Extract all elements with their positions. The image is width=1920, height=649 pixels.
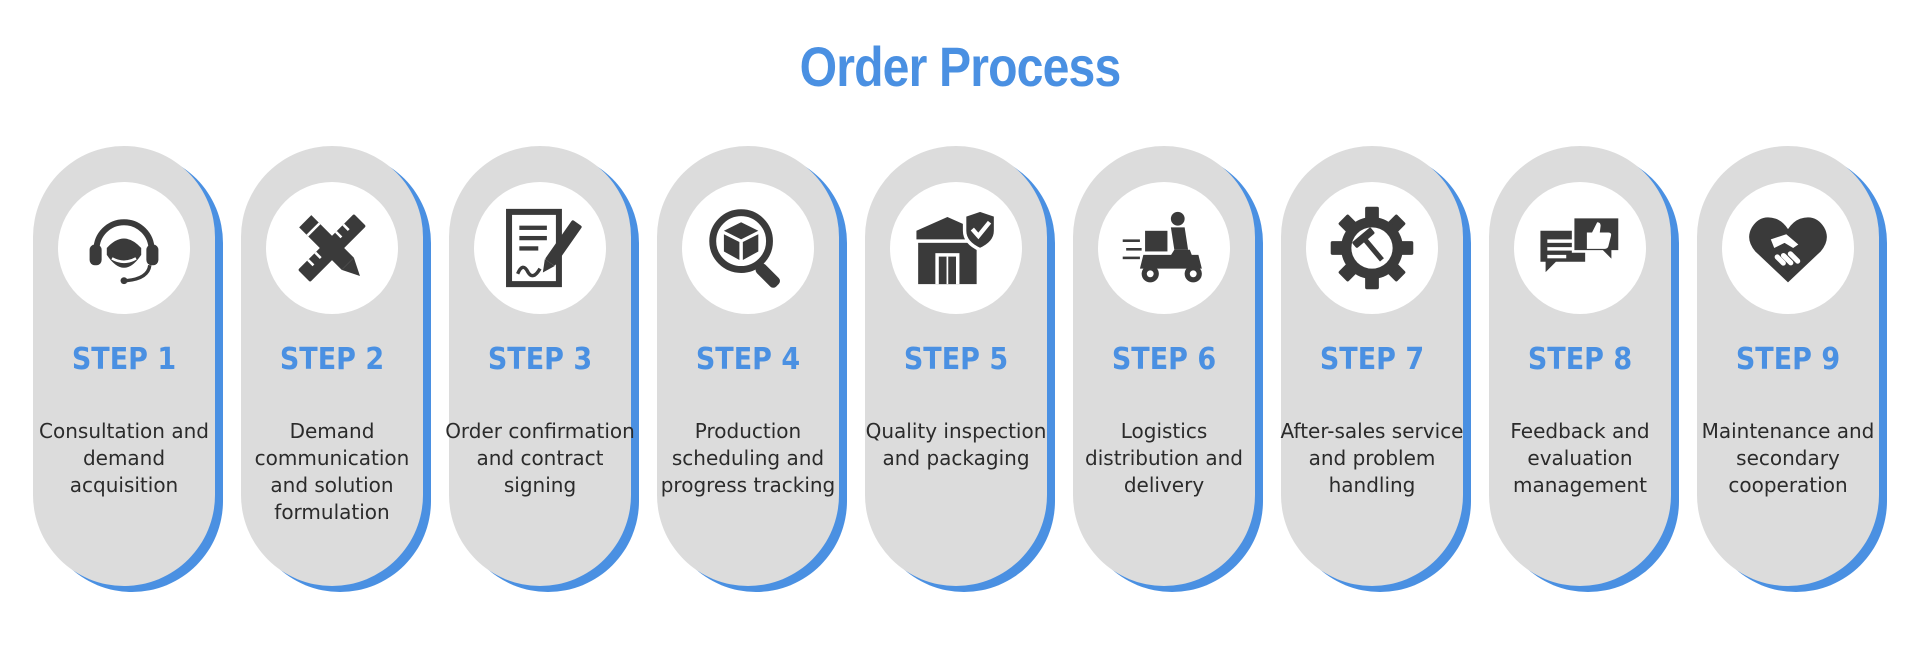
icon-circle bbox=[1514, 182, 1646, 314]
icon-circle bbox=[682, 182, 814, 314]
step-description: Quality inspection and packaging bbox=[865, 419, 1047, 470]
step-card-4: STEP 4 Production scheduling and progres… bbox=[657, 146, 847, 592]
step-label: STEP 2 bbox=[279, 342, 385, 377]
page-title: Order Process bbox=[799, 35, 1122, 98]
icon-circle bbox=[1306, 182, 1438, 314]
pill: STEP 3 Order confirmation and contract s… bbox=[445, 146, 635, 586]
step-card-3: STEP 3 Order confirmation and contract s… bbox=[445, 146, 639, 592]
step-description: Production scheduling and progress track… bbox=[660, 419, 836, 497]
step-card-2: STEP 2 Demand communication and solution… bbox=[241, 146, 431, 592]
pill: STEP 9 Maintenance and secondary coopera… bbox=[1697, 146, 1879, 586]
step-label: STEP 4 bbox=[695, 342, 801, 377]
gear-hammer-icon bbox=[1330, 206, 1414, 290]
step-card-1: STEP 1 Consultation and demand acquisiti… bbox=[33, 146, 223, 592]
step-label: STEP 8 bbox=[1527, 342, 1633, 377]
pill: STEP 4 Production scheduling and progres… bbox=[657, 146, 839, 586]
step-label: STEP 5 bbox=[903, 342, 1009, 377]
step-label: STEP 1 bbox=[71, 342, 177, 377]
icon-circle bbox=[1722, 182, 1854, 314]
headset-agent-icon bbox=[89, 219, 159, 285]
box-magnifier-icon bbox=[709, 209, 780, 288]
icon-circle bbox=[890, 182, 1022, 314]
icon-circle bbox=[474, 182, 606, 314]
pill: STEP 2 Demand communication and solution… bbox=[241, 146, 423, 586]
pill: STEP 8 Feedback and evaluation managemen… bbox=[1489, 146, 1671, 586]
step-label: STEP 7 bbox=[1319, 342, 1425, 377]
chat-thumbs-up-icon bbox=[1540, 215, 1621, 273]
step-description: Feedback and evaluation management bbox=[1510, 419, 1650, 497]
step-card-6: STEP 6 Logistics distribution and delive… bbox=[1073, 146, 1263, 592]
pill: STEP 1 Consultation and demand acquisiti… bbox=[33, 146, 215, 586]
icon-circle bbox=[1098, 182, 1230, 314]
step-label: STEP 6 bbox=[1111, 342, 1217, 377]
delivery-scooter-icon bbox=[1122, 211, 1202, 283]
heart-handshake-icon bbox=[1749, 217, 1827, 283]
contract-sign-icon bbox=[506, 208, 582, 288]
step-description: Maintenance and secondary cooperation bbox=[1701, 419, 1875, 497]
step-description: Demand communication and solution formul… bbox=[254, 419, 410, 524]
pencil-ruler-icon bbox=[298, 214, 366, 282]
pill: STEP 6 Logistics distribution and delive… bbox=[1073, 146, 1255, 586]
step-card-7: STEP 7 After-sales service and problem h… bbox=[1281, 146, 1471, 592]
step-label: STEP 3 bbox=[487, 342, 593, 377]
step-card-8: STEP 8 Feedback and evaluation managemen… bbox=[1489, 146, 1679, 592]
warehouse-check-icon bbox=[916, 208, 998, 285]
pill: STEP 7 After-sales service and problem h… bbox=[1281, 146, 1463, 586]
icon-circle bbox=[266, 182, 398, 314]
step-card-5: STEP 5 Quality inspection and packaging bbox=[865, 146, 1055, 592]
process-steps: STEP 1 Consultation and demand acquisiti… bbox=[33, 146, 1895, 592]
step-label: STEP 9 bbox=[1735, 342, 1841, 377]
icon-circle bbox=[58, 182, 190, 314]
step-description: After-sales service and problem handling bbox=[1280, 419, 1464, 497]
step-description: Logistics distribution and delivery bbox=[1085, 419, 1243, 497]
step-card-9: STEP 9 Maintenance and secondary coopera… bbox=[1697, 146, 1887, 592]
pill: STEP 5 Quality inspection and packaging bbox=[865, 146, 1047, 586]
step-description: Consultation and demand acquisition bbox=[39, 419, 209, 497]
step-description: Order confirmation and contract signing bbox=[445, 419, 635, 497]
